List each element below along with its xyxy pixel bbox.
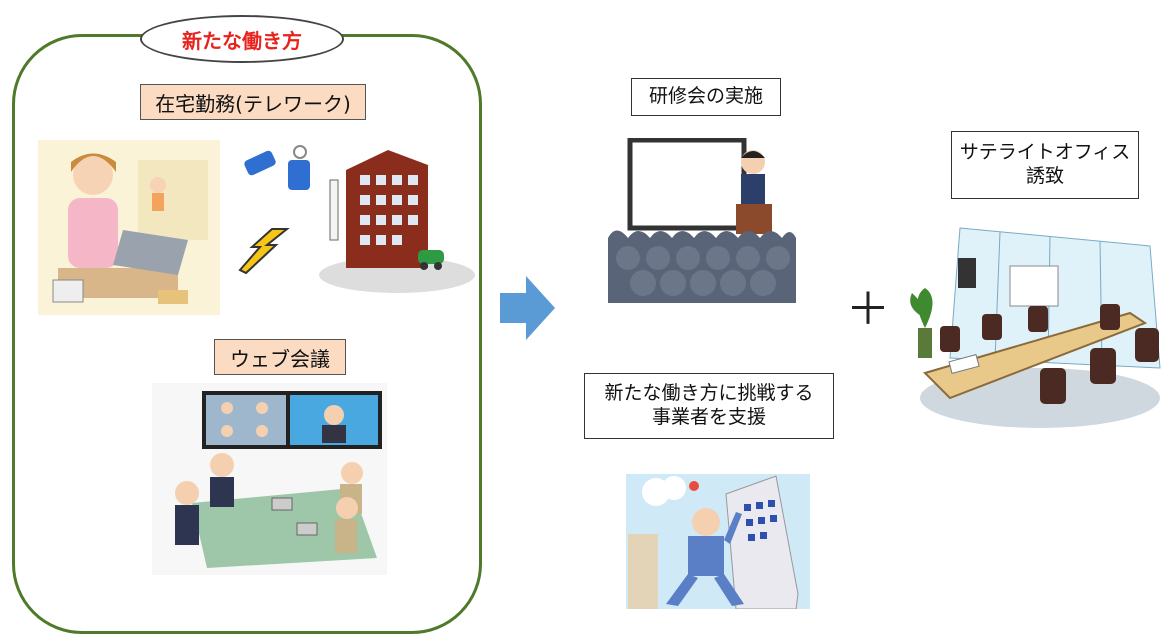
training-label: 研修会の実施 — [631, 78, 781, 116]
challenging-businessman-illustration — [626, 474, 810, 609]
web-meeting-label: ウェブ会議 — [214, 339, 346, 375]
plus-sign: ＋ — [846, 284, 890, 335]
satellite-office-label-line1: サテライトオフィス — [959, 141, 1131, 164]
right-arrow-icon — [500, 276, 555, 340]
telework-woman-illustration — [38, 140, 220, 315]
telework-label: 在宅勤務(テレワーク) — [140, 84, 366, 120]
satellite-office-label-line2: 誘致 — [1025, 165, 1064, 187]
satellite-office-label: サテライトオフィス 誘致 — [951, 131, 1139, 199]
support-label: 新たな働き方に挑戦する 事業者を支援 — [584, 373, 834, 439]
training-label-text: 研修会の実施 — [648, 85, 763, 108]
training-seminar-illustration — [608, 138, 796, 303]
new-workstyle-title: 新たな働き方 — [140, 15, 344, 63]
web-meeting-illustration — [152, 383, 387, 575]
satellite-office-illustration — [910, 227, 1161, 428]
usb-drive-icon — [244, 145, 310, 190]
support-label-line1: 新たな働き方に挑戦する — [604, 382, 814, 405]
support-label-line2: 事業者を支援 — [651, 406, 766, 428]
lightning-icon — [238, 228, 290, 275]
office-building-illustration — [319, 150, 475, 293]
